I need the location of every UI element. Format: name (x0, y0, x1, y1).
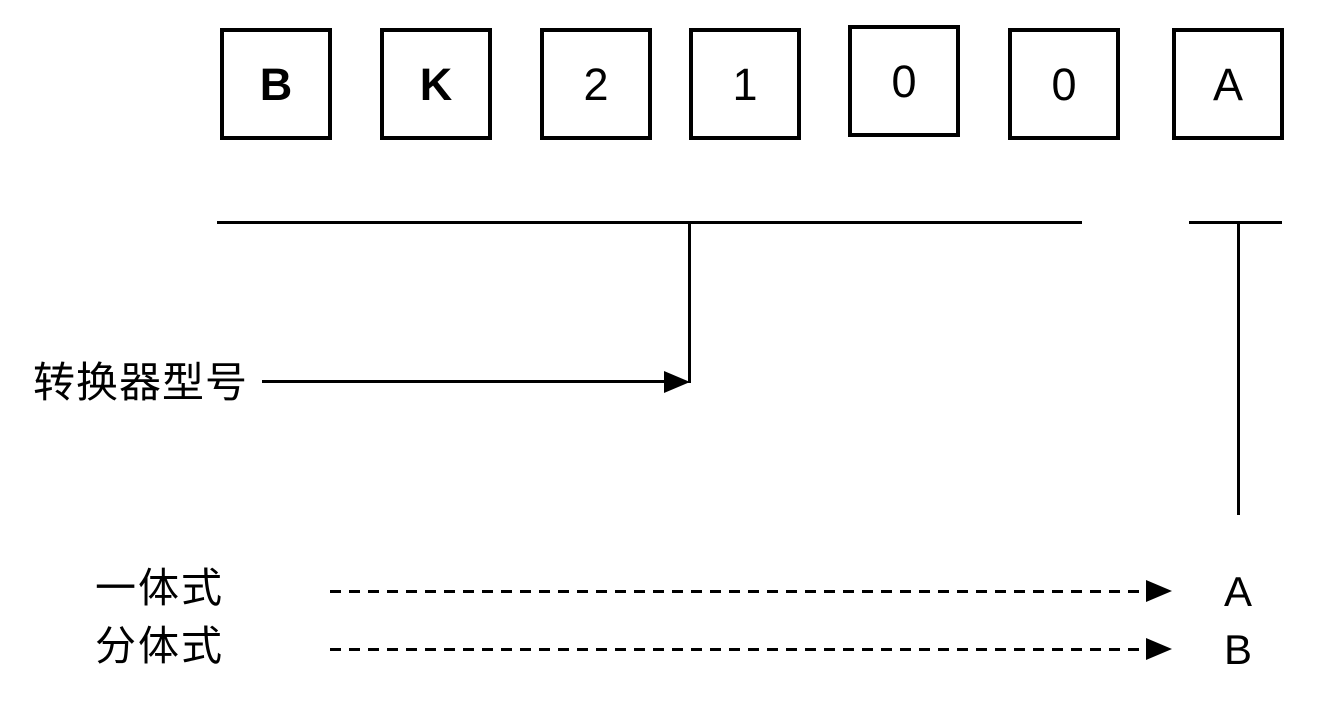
arrowhead-icon (1146, 638, 1172, 660)
drop-line-model (688, 221, 691, 383)
code-box-4: 1 (689, 28, 801, 140)
integrated-code-value: A (1224, 568, 1253, 615)
split-code-value: B (1224, 626, 1253, 673)
dashed-line-integrated (330, 590, 1147, 593)
code-box-3: 2 (540, 28, 652, 140)
dashed-line-split (330, 648, 1147, 651)
code-box-6: 0 (1008, 28, 1120, 140)
bracket-line-main (217, 221, 1082, 224)
arrowhead-icon (664, 371, 690, 393)
leader-line-model (262, 380, 665, 383)
code-box-2: K (380, 28, 492, 140)
arrowhead-icon (1146, 580, 1172, 602)
converter-model-label: 转换器型号 (33, 361, 249, 407)
split-type-label: 分体式 (95, 623, 224, 669)
integrated-type-label: 一体式 (95, 565, 224, 611)
bracket-line-variant (1189, 221, 1282, 224)
code-box-1: B (220, 28, 332, 140)
code-box-5: 0 (848, 25, 960, 137)
code-box-7: A (1172, 28, 1284, 140)
drop-line-variant (1237, 221, 1240, 515)
